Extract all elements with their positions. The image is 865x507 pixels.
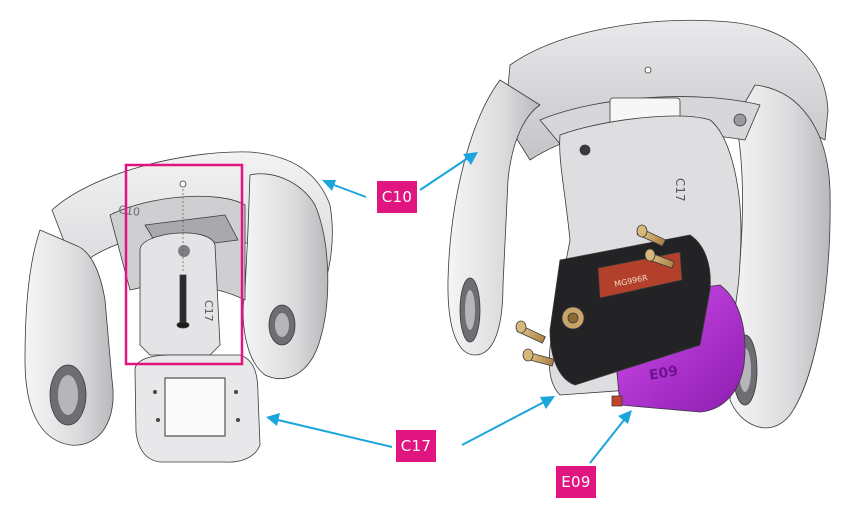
servo-case-e09-mark: E09 bbox=[648, 363, 679, 384]
brass-screw bbox=[522, 348, 555, 367]
callout-c17: C17 bbox=[396, 430, 436, 462]
left-screw bbox=[179, 274, 187, 326]
left-c17-mark: C17 bbox=[202, 300, 215, 322]
brass-screw bbox=[644, 248, 675, 269]
callout-c10: C10 bbox=[377, 181, 417, 213]
detail-highlight-box bbox=[124, 163, 244, 366]
arrow-e09 bbox=[589, 419, 625, 464]
brass-screw bbox=[515, 320, 546, 344]
callout-c17-text: C17 bbox=[400, 437, 432, 455]
callout-arrows bbox=[266, 152, 632, 464]
left-c10-mark: C10 bbox=[118, 203, 141, 219]
arrow-c17-right bbox=[461, 401, 545, 446]
right-c17-mark: C17 bbox=[673, 178, 687, 202]
left-mount-arm-left bbox=[24, 229, 114, 446]
arrow-c10-left bbox=[333, 184, 367, 198]
callout-e09-text: E09 bbox=[561, 473, 591, 491]
callout-e09: E09 bbox=[556, 466, 596, 498]
left-mount-arm-right bbox=[242, 173, 329, 379]
left-servo-window bbox=[164, 377, 226, 437]
arrow-c10-right bbox=[419, 157, 469, 191]
callout-c10-text: C10 bbox=[381, 188, 413, 206]
brass-screw bbox=[636, 224, 666, 247]
right-assembly: C17 E09 MG996R bbox=[447, 19, 831, 429]
left-assembly: C10 C17 bbox=[24, 151, 333, 463]
arrow-c17-left bbox=[277, 419, 393, 448]
right-mount-arm-right bbox=[729, 84, 831, 429]
